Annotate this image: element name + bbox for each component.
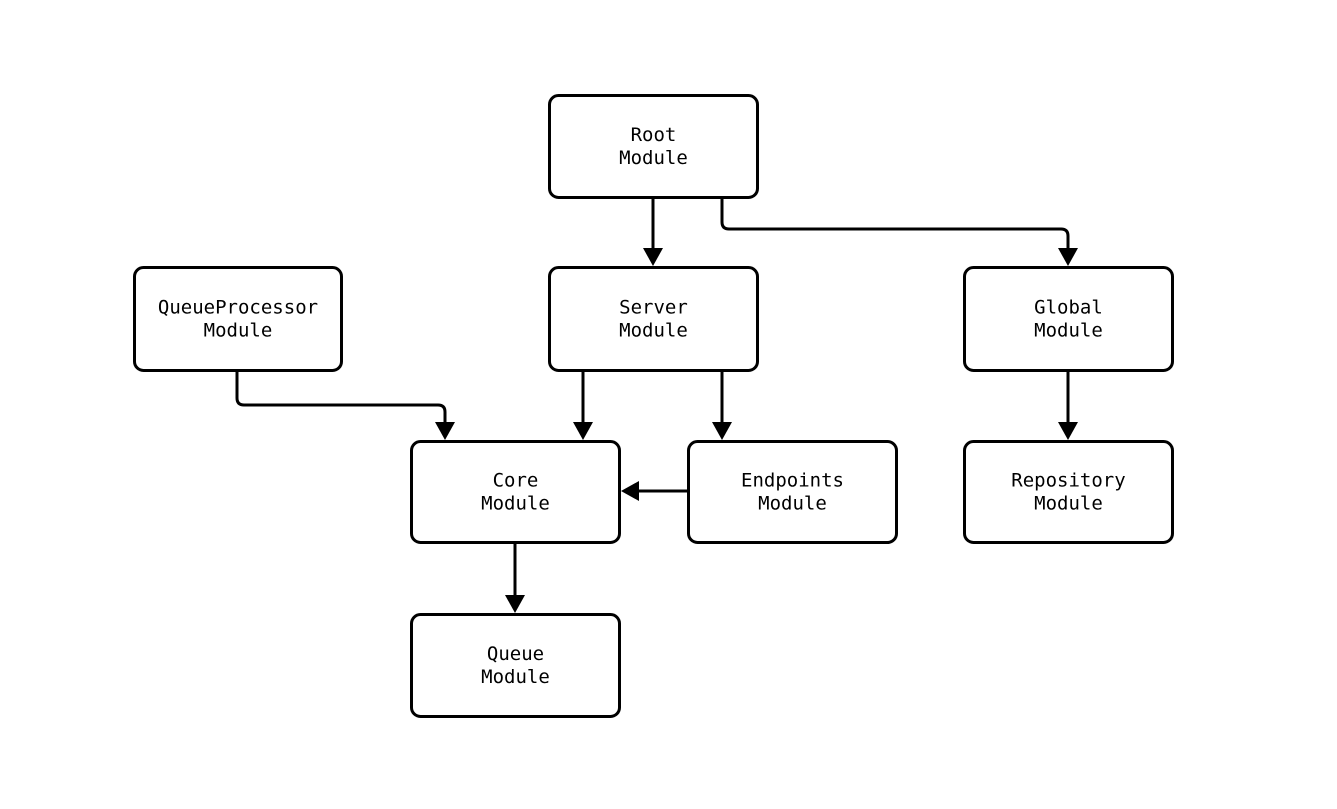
edge-queueprocessor-to-core: [235, 372, 455, 440]
core-module-node-box[interactable]: [410, 440, 621, 544]
global-module-node-label-line1: Global: [1034, 297, 1103, 319]
edge-global-to-repository-arrowhead-icon: [1058, 422, 1078, 440]
server-module-node-label-line2: Module: [619, 320, 688, 342]
queue-module-node-label-line1: Queue: [487, 643, 544, 665]
edge-core-to-queue: [505, 544, 525, 613]
queueprocessor-module-node-box[interactable]: [133, 266, 343, 372]
global-module-node-box[interactable]: [963, 266, 1174, 372]
edge-queueprocessor-to-core-arrowhead-icon: [435, 422, 455, 440]
edge-core-to-queue-arrowhead-icon: [505, 595, 525, 613]
edge-server-to-endpoints: [712, 372, 732, 440]
core-module-node-label-line1: Core: [493, 470, 539, 492]
core-module-node-label-line2: Module: [481, 493, 550, 515]
root-module-node-label-line1: Root: [631, 124, 677, 146]
endpoints-module-node-label-line2: Module: [758, 493, 827, 515]
endpoints-module-node-box[interactable]: [687, 440, 898, 544]
edge-endpoints-to-core: [621, 481, 687, 501]
repository-module-node-box[interactable]: [963, 440, 1174, 544]
root-module-node-box[interactable]: [548, 94, 759, 199]
queue-module-node-label-line2: Module: [481, 666, 550, 688]
server-module-node-box[interactable]: [548, 266, 759, 372]
edge-queueprocessor-to-core-line: [235, 372, 447, 426]
repository-module-node-label-line2: Module: [1034, 493, 1103, 515]
edge-root-to-global: [720, 199, 1078, 266]
edge-server-to-endpoints-arrowhead-icon: [712, 422, 732, 440]
endpoints-module-node-label-line1: Endpoints: [741, 470, 844, 492]
queueprocessor-module-node-label-line1: QueueProcessor: [158, 297, 318, 319]
edge-root-to-global-line: [720, 199, 1070, 252]
server-module-node-label-line1: Server: [619, 297, 688, 319]
edge-server-to-core-arrowhead-icon: [573, 422, 593, 440]
edge-global-to-repository: [1058, 372, 1078, 440]
edge-root-to-global-arrowhead-icon: [1058, 248, 1078, 266]
queueprocessor-module-node-label-line2: Module: [204, 320, 273, 342]
nodes-layer: RootModuleQueueProcessorModuleServerModu…: [133, 94, 1174, 718]
repository-module-node-label-line1: Repository: [1011, 470, 1125, 492]
queue-module-node-box[interactable]: [410, 613, 621, 718]
global-module-node-label-line2: Module: [1034, 320, 1103, 342]
edge-root-to-server: [643, 199, 663, 266]
edge-server-to-core: [573, 372, 593, 440]
edge-root-to-server-arrowhead-icon: [643, 248, 663, 266]
edges-layer: [235, 199, 1078, 613]
edge-endpoints-to-core-arrowhead-icon: [621, 481, 639, 501]
root-module-node-label-line2: Module: [619, 147, 688, 169]
